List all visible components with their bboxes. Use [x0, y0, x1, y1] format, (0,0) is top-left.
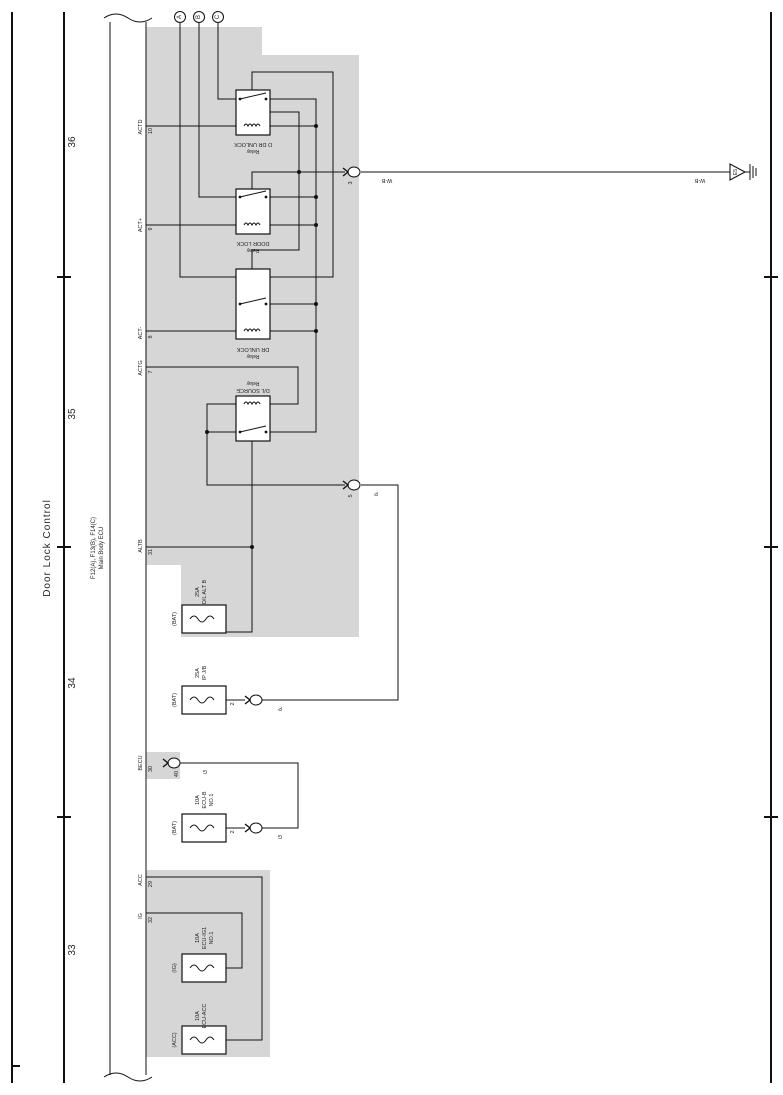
terminal-actp-pin: 9 [148, 227, 154, 230]
pin-5: 5 [348, 494, 354, 497]
pin-3: 3 [348, 181, 354, 184]
fuse-ecu-b-amp: 10A [195, 795, 201, 805]
fuse-ip-jb-name: IP J/B [202, 665, 208, 680]
fuse-ecu-b-src: (BAT) [172, 821, 178, 835]
terminal-actg-pin: 7 [148, 370, 154, 373]
fuse-ecu-ig1-name: ECU-IG1 [202, 927, 208, 949]
fuse-ip-jb-src: (BAT) [172, 693, 178, 707]
pin-40: 40 [174, 771, 180, 777]
terminal-actg: ACTG [138, 360, 144, 375]
relay-dl-source: D/L SOURCE Relay [235, 380, 271, 442]
wire-label-wb-2: W-B [694, 177, 705, 183]
section-number-35: 35 [67, 408, 78, 420]
wire-label-g-2: G [278, 833, 282, 839]
off-page-c: C [215, 14, 221, 19]
fuse-ecu-ig1-amp: 10A [195, 933, 201, 943]
fuse-ecu-acc-src: (ACC) [172, 1032, 178, 1047]
section-number-34: 34 [67, 677, 78, 689]
terminal-becu-pin: 30 [148, 766, 154, 772]
relay-d-dr-unlock-label: D DR UNLOCK [234, 141, 272, 147]
relay-door-lock-label: DOOR LOCK [236, 240, 269, 246]
fuse-dl-alt-b-src: (BAT) [172, 612, 178, 626]
wire-label-p-2: P [278, 705, 282, 711]
fuse-ecu-b-name: ECU-B [202, 791, 208, 808]
fuse-ip-jb: 25A IP J/B (BAT) [172, 665, 227, 715]
ecu-body [103, 13, 153, 1082]
relay-door-lock-sub: Relay [246, 247, 259, 253]
diagram-title: Door Lock Control [42, 499, 53, 597]
terminal-actp: ACT+ [138, 218, 144, 232]
fuse-ecu-acc-name: ECU-ACC [202, 1003, 208, 1028]
wire-label-p-1: P [374, 490, 378, 496]
terminal-actm-pin: 8 [148, 335, 154, 338]
terminal-acc: ACC [138, 874, 144, 886]
inline-connectors: 3 5 2 2 40 [162, 166, 361, 834]
relay-dl-source-sub: Relay [246, 380, 259, 386]
fuse-ecu-ig1: 10A ECU-IG1 NO.1 (IG) [172, 927, 227, 983]
off-page-connectors: A B C [174, 11, 224, 23]
wire-labels: W-B W-B P P G G [203, 177, 705, 839]
fuse-dl-alt-b-name: D/L ALT B [202, 579, 208, 604]
relay-d-dr-unlock-sub: Relay [246, 148, 259, 154]
terminal-actd: ACTD [138, 119, 144, 134]
relay-door-lock: DOOR LOCK Relay [235, 188, 271, 253]
fuse-ecu-ig1-src: (IG) [172, 963, 178, 973]
terminal-altb-pin: 31 [148, 549, 154, 555]
terminal-becu: BECU [138, 755, 144, 770]
off-page-b: B [196, 15, 202, 19]
terminal-actd-pin: 10 [148, 128, 154, 134]
junction-dots [205, 124, 318, 549]
fuse-dl-alt-b-amp: 25A [195, 587, 201, 597]
fuse-ecu-acc: 10A ECU-ACC (ACC) [172, 1003, 227, 1055]
fuse-ecu-acc-amp: 10A [195, 1011, 201, 1021]
terminal-altb: ALTB [138, 539, 144, 553]
terminal-actm: ACT- [138, 327, 144, 340]
fuse-dl-alt-b: 25A D/L ALT B (BAT) [172, 579, 227, 634]
terminal-ig-pin: 32 [148, 917, 154, 923]
relay-dr-unlock-label: DR UNLOCK [236, 346, 269, 352]
section-number-36: 36 [67, 136, 78, 148]
relay-dr-unlock: DR UNLOCK Relay [235, 268, 271, 359]
ecu-name-label: Main Body ECU [99, 527, 105, 570]
relay-d-dr-unlock: D DR UNLOCK Relay [234, 89, 272, 154]
wires [146, 23, 730, 1041]
relay-dl-source-label: D/L SOURCE [236, 387, 270, 393]
wire-label-wb-1: W-B [381, 177, 392, 183]
ground-label: E5 [733, 169, 739, 175]
section-number-33: 33 [67, 944, 78, 956]
pin-2b: 2 [230, 830, 236, 833]
ground-symbol: E5 [729, 163, 757, 181]
fuse-ecu-b-no: NO.1 [209, 794, 215, 807]
fuse-ip-jb-amp: 25A [195, 668, 201, 678]
off-page-a: A [177, 15, 183, 19]
terminal-labels: ACTD 10 ACT+ 9 ACT- 8 ACTG 7 ALTB 31 BEC… [138, 119, 154, 923]
terminal-acc-pin: 29 [148, 881, 154, 887]
ecu-connectors-label: F12(A), F13(B), F14(C) [91, 517, 97, 579]
fuse-ecu-b: 10A ECU-B NO.1 (BAT) [172, 791, 227, 843]
terminal-ig: IG [138, 913, 144, 919]
wire-label-g-1: G [203, 768, 207, 774]
pin-2a: 2 [230, 702, 236, 705]
fuse-ecu-ig1-no: NO.1 [209, 932, 215, 945]
frame [11, 12, 778, 1083]
relay-dr-unlock-sub: Relay [246, 353, 259, 359]
